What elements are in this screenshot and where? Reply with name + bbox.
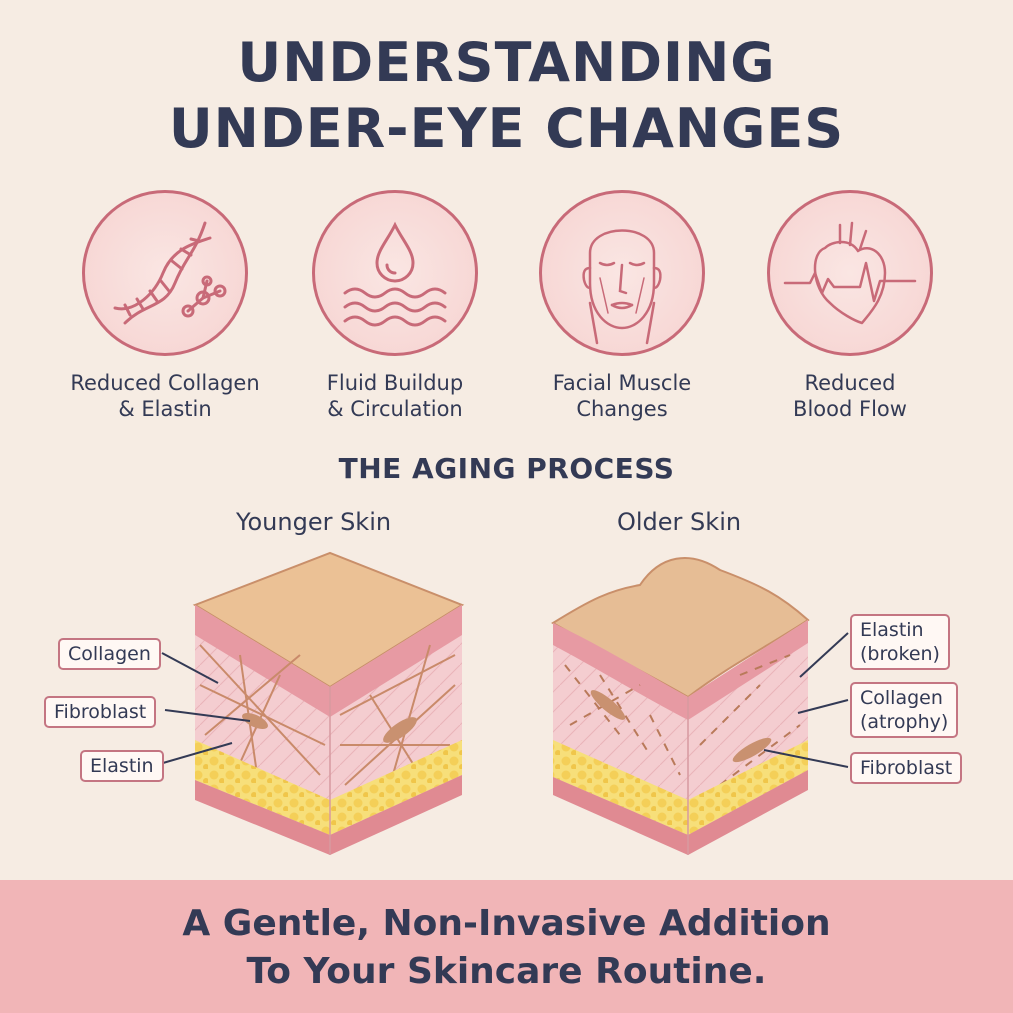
factor-row: Reduced Collagen & Elastin Fluid Buildup… — [0, 190, 1013, 430]
older-fat-right — [688, 740, 808, 835]
younger-fibroblast-right — [383, 717, 417, 743]
callout-leaders — [161, 632, 849, 768]
younger-fat-left — [195, 740, 330, 835]
older-base-left — [553, 777, 688, 855]
aging-process-title: THE AGING PROCESS — [338, 452, 675, 485]
page-title: UNDERSTANDING UNDER-EYE CHANGES — [0, 30, 1013, 162]
factor-label: Fluid Buildup & Circulation — [326, 371, 464, 421]
factor-blood: Reduced Blood Flow — [735, 190, 965, 422]
older-fat-left — [553, 740, 688, 835]
older-fibroblast-right — [732, 737, 772, 763]
older-base-right — [688, 770, 808, 855]
younger-base-right — [330, 775, 462, 855]
heart-pulse-icon — [767, 190, 933, 356]
callout-elastin-younger: Elastin — [80, 750, 164, 782]
factor-label: Facial Muscle Changes — [552, 371, 692, 421]
older-epidermis-right — [688, 620, 808, 720]
younger-epidermis-left — [195, 605, 330, 717]
factor-collagen: Reduced Collagen & Elastin — [50, 190, 280, 422]
younger-base-left — [195, 780, 330, 855]
older-skin-title: Older Skin — [617, 508, 742, 536]
footer-banner: A Gentle, Non-Invasive Addition To Your … — [0, 880, 1013, 1013]
callout-elastin-older: Elastin (broken) — [850, 614, 950, 670]
factor-label: Reduced Collagen & Elastin — [70, 371, 260, 421]
younger-epidermis-right — [330, 605, 462, 717]
factor-label: Reduced Blood Flow — [793, 371, 907, 421]
younger-skin-title: Younger Skin — [236, 508, 392, 536]
younger-fibroblast-left — [242, 712, 268, 730]
older-fibroblast-left — [590, 690, 626, 720]
factor-fluid: Fluid Buildup & Circulation — [280, 190, 510, 422]
callout-fibroblast-younger: Fibroblast — [44, 696, 157, 728]
callout-collagen-younger: Collagen — [58, 638, 161, 670]
title-line-1: UNDERSTANDING — [237, 31, 776, 94]
footer-text: A Gentle, Non-Invasive Addition To Your … — [182, 903, 831, 992]
callout-collagen-older: Collagen (atrophy) — [850, 682, 959, 738]
older-epidermis-left — [553, 623, 688, 720]
younger-skin-cube — [192, 551, 465, 855]
dna-molecule-icon — [82, 190, 248, 356]
older-skin-cube — [551, 557, 810, 855]
older-broken-fibers — [564, 654, 801, 786]
face-icon — [539, 190, 705, 356]
younger-fat-right — [330, 740, 462, 835]
skin-diagram — [161, 551, 849, 855]
factor-muscle: Facial Muscle Changes — [507, 190, 737, 422]
callout-fibroblast-older: Fibroblast — [850, 752, 963, 784]
title-line-2: UNDER-EYE CHANGES — [168, 97, 845, 160]
water-drop-icon — [312, 190, 478, 356]
